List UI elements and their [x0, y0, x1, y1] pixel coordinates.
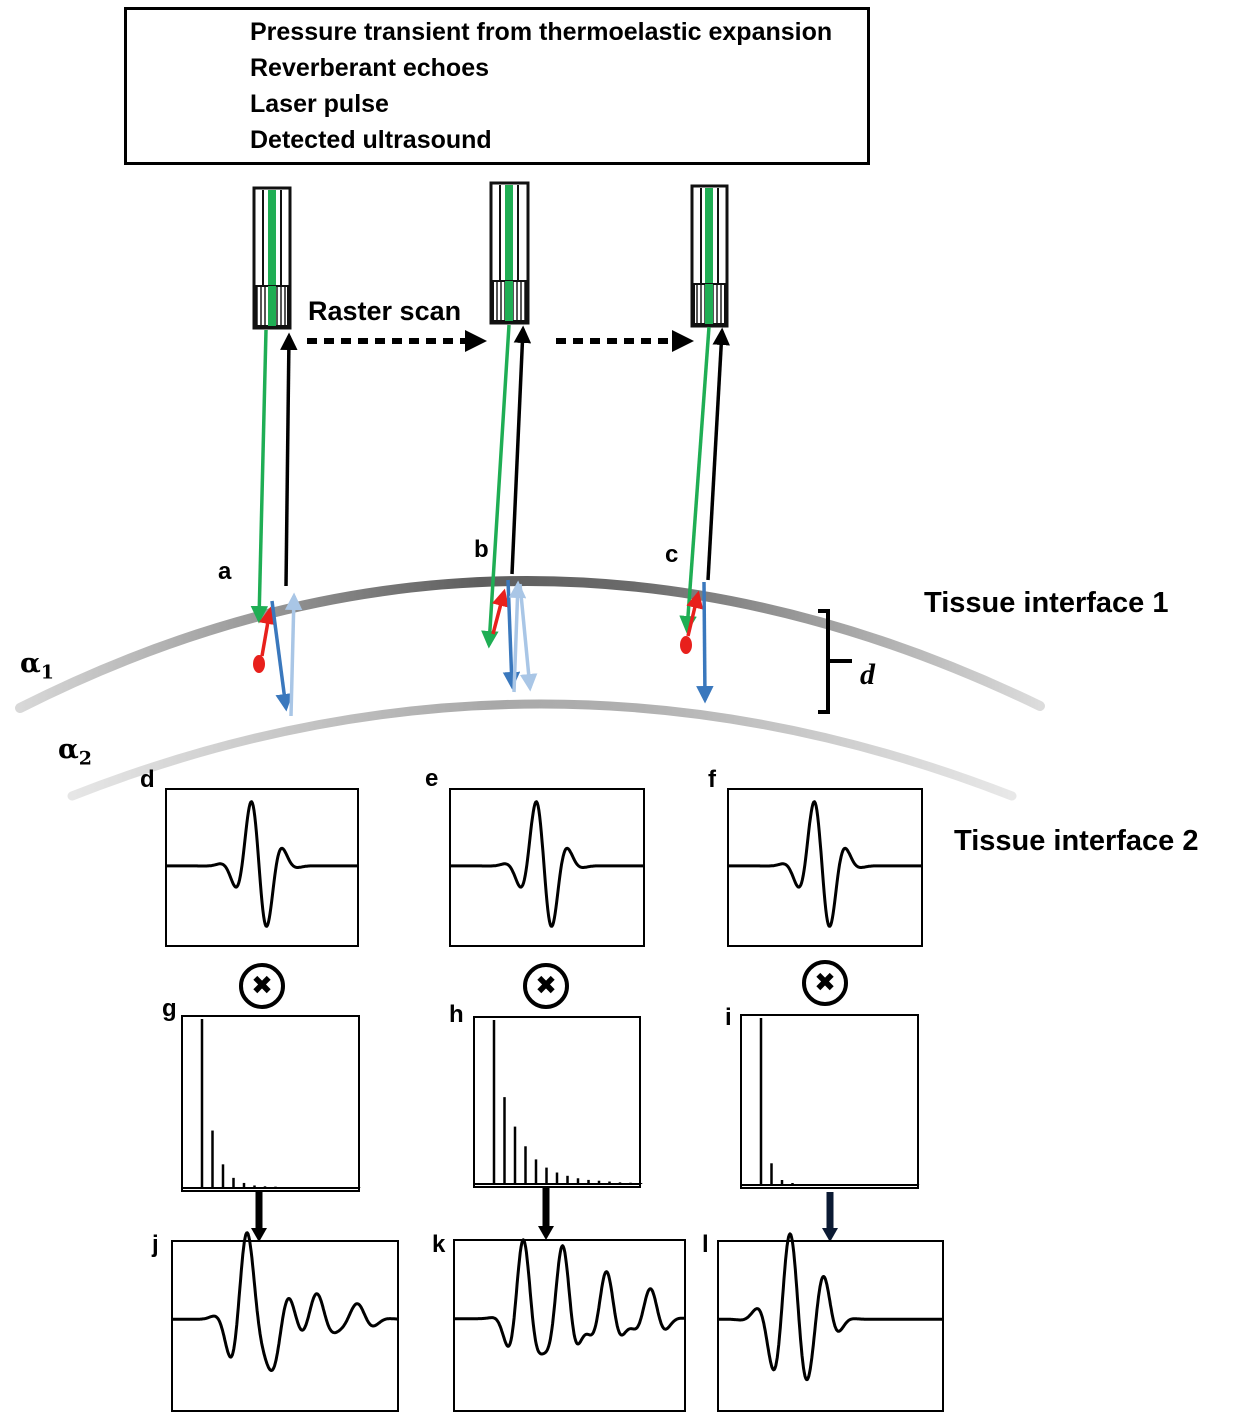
absorber-c [680, 636, 692, 654]
panel-label-i: i [725, 1004, 732, 1031]
panel-label-j: j [152, 1231, 159, 1258]
result-panel-l-frame [717, 1240, 944, 1412]
laser-ray-b [481, 324, 511, 649]
pressure-ray-c [686, 590, 704, 637]
panel-label-g: g [162, 995, 177, 1022]
rays-position-b [481, 324, 538, 693]
result-panel-k-frame [453, 1239, 686, 1412]
alpha-1-label: α1 [20, 648, 55, 684]
process-arrows [251, 1188, 838, 1242]
legend-box [124, 7, 870, 165]
convolution-icon-2: ✖ [523, 963, 569, 1009]
laser-ray-c [679, 326, 711, 634]
legend-label-laser: Laser pulse [250, 90, 389, 118]
panel-label-f: f [708, 766, 716, 793]
echo-ray-b-light-1 [508, 580, 527, 693]
pulse-panel-d-frame [165, 788, 359, 947]
result-panel-k-waveform [453, 1238, 686, 1356]
panel-label-e: e [425, 765, 439, 792]
panel-label-k: k [432, 1231, 446, 1258]
position-label-a: a [218, 558, 232, 585]
position-label-c: c [665, 541, 679, 568]
thickness-brace [818, 609, 852, 714]
tissue-interface-1-curve [15, 576, 1045, 713]
raster-scan-label: Raster scan [308, 296, 462, 326]
result-panel-j-frame [171, 1240, 399, 1412]
impulse-panel-h-spikes [474, 1020, 643, 1185]
tissue-interface-1-label: Tissue interface 1 [924, 587, 1169, 619]
panel-label-h: h [449, 1001, 464, 1028]
raster-scan-arrow-2-head [672, 330, 694, 352]
legend-label-pressure: Pressure transient from thermoelastic ex… [250, 18, 833, 46]
impulse-panel-h-frame [473, 1016, 641, 1188]
convolution-icon-1: ✖ [239, 963, 285, 1009]
probe-a [252, 186, 292, 330]
pulse-panel-f-waveform [727, 800, 923, 928]
raster-scan-arrow-1-head [465, 330, 487, 352]
ultrasound-ray-a [280, 332, 298, 587]
legend-label-ultrasound: Detected ultrasound [250, 126, 492, 154]
echo-ray-b-down [502, 579, 521, 690]
rays-position-a [250, 329, 303, 717]
tissue-interface-2-curve [67, 699, 1017, 801]
result-panel-j-waveform [171, 1231, 399, 1372]
pulse-panel-d-waveform [165, 800, 359, 928]
legend-label-echo: Reverberant echoes [250, 54, 490, 82]
echo-ray-a-down [270, 600, 293, 712]
pressure-ray-b [491, 588, 509, 635]
position-label-b: b [474, 536, 489, 563]
tissue-interface-2-label: Tissue interface 2 [954, 825, 1199, 857]
impulse-panel-i-spikes [741, 1018, 920, 1186]
ultrasound-ray-b [510, 325, 532, 575]
waveform-panels [165, 788, 944, 1412]
echo-ray-b-light-2 [518, 583, 538, 692]
probe-c [690, 184, 729, 328]
convolution-icon-3: ✖ [802, 960, 848, 1006]
panel-label-l: l [702, 1231, 709, 1258]
impulse-panel-g-frame [181, 1015, 360, 1192]
laser-ray-a [250, 329, 269, 624]
echo-ray-c-down [696, 581, 714, 704]
absorber-a [253, 655, 265, 673]
pressure-ray-a [258, 606, 277, 657]
impulse-panel-i-frame [740, 1014, 919, 1189]
ultrasound-ray-c [706, 327, 730, 581]
echo-ray-a-up [284, 592, 303, 717]
panel-label-d: d [140, 766, 155, 793]
pulse-panel-f-frame [727, 788, 923, 947]
pulse-panel-e-frame [449, 788, 645, 947]
probe-b [489, 181, 530, 325]
alpha-2-label: α2 [58, 734, 93, 770]
rays-position-c [679, 326, 730, 704]
result-panel-l-waveform [717, 1232, 944, 1382]
thickness-d-label: d [860, 658, 875, 691]
impulse-panel-g-spikes [182, 1019, 361, 1189]
pulse-panel-e-waveform [449, 800, 645, 928]
